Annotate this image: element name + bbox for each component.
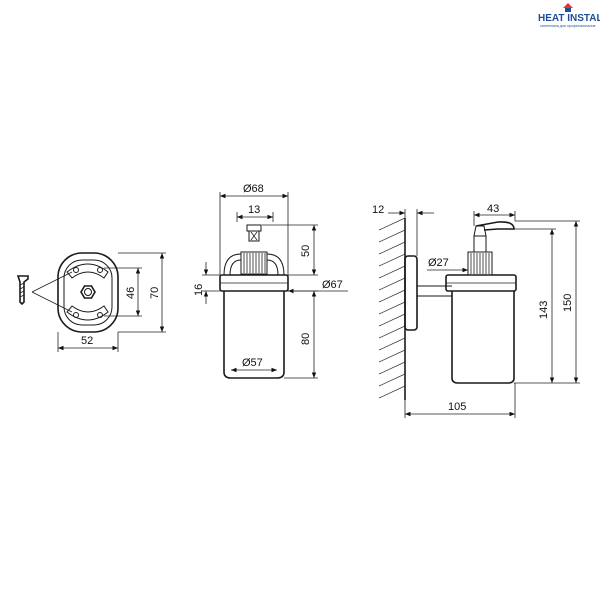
mount-width-label: 52: [81, 335, 93, 347]
wall-flange: [404, 255, 418, 331]
top-diameter-label: Ø68: [243, 183, 264, 195]
depth-label: 105: [448, 401, 466, 413]
pump-height-label: 50: [300, 245, 312, 257]
front-view: Ø68 13 50 16 Ø67 80 Ø57: [193, 183, 348, 379]
wall-hatching: [378, 217, 406, 399]
glass-height-label: 80: [300, 333, 312, 345]
screw-leader-bottom: [31, 291, 73, 313]
bottom-diameter-label: Ø57: [242, 357, 263, 369]
glass-container: [223, 291, 285, 379]
screw-icon: [16, 275, 29, 306]
house-icon: [563, 3, 573, 12]
heat-install-logo: HEAT INSTALL сантехника для профессионал…: [538, 3, 600, 28]
mount-plate-view: 52 46 70: [16, 252, 166, 352]
nozzle-length-label: 43: [487, 203, 499, 215]
inner-height-label: 143: [538, 301, 550, 319]
ring-height-label: 16: [193, 284, 205, 296]
pump-width-label: 13: [248, 204, 260, 216]
logo-tagline: сантехника для профессионалов: [540, 24, 595, 28]
mount-outer-height-label: 70: [149, 287, 161, 299]
screw-leader-top: [31, 271, 73, 293]
total-height-label: 150: [562, 294, 574, 312]
wall-offset-label: 12: [372, 204, 384, 216]
side-glass-container: [451, 291, 515, 384]
side-view: 12 43 Ø27 143 150 105: [372, 203, 580, 418]
holder-diameter-label: Ø27: [428, 257, 449, 269]
logo-brand: HEAT INSTALL: [538, 13, 600, 24]
ring-diameter-label: Ø67: [322, 279, 343, 291]
hex-nut-icon: [80, 285, 96, 299]
mount-inner-height-label: 46: [125, 287, 137, 299]
mount-plate-outline: [57, 252, 119, 333]
